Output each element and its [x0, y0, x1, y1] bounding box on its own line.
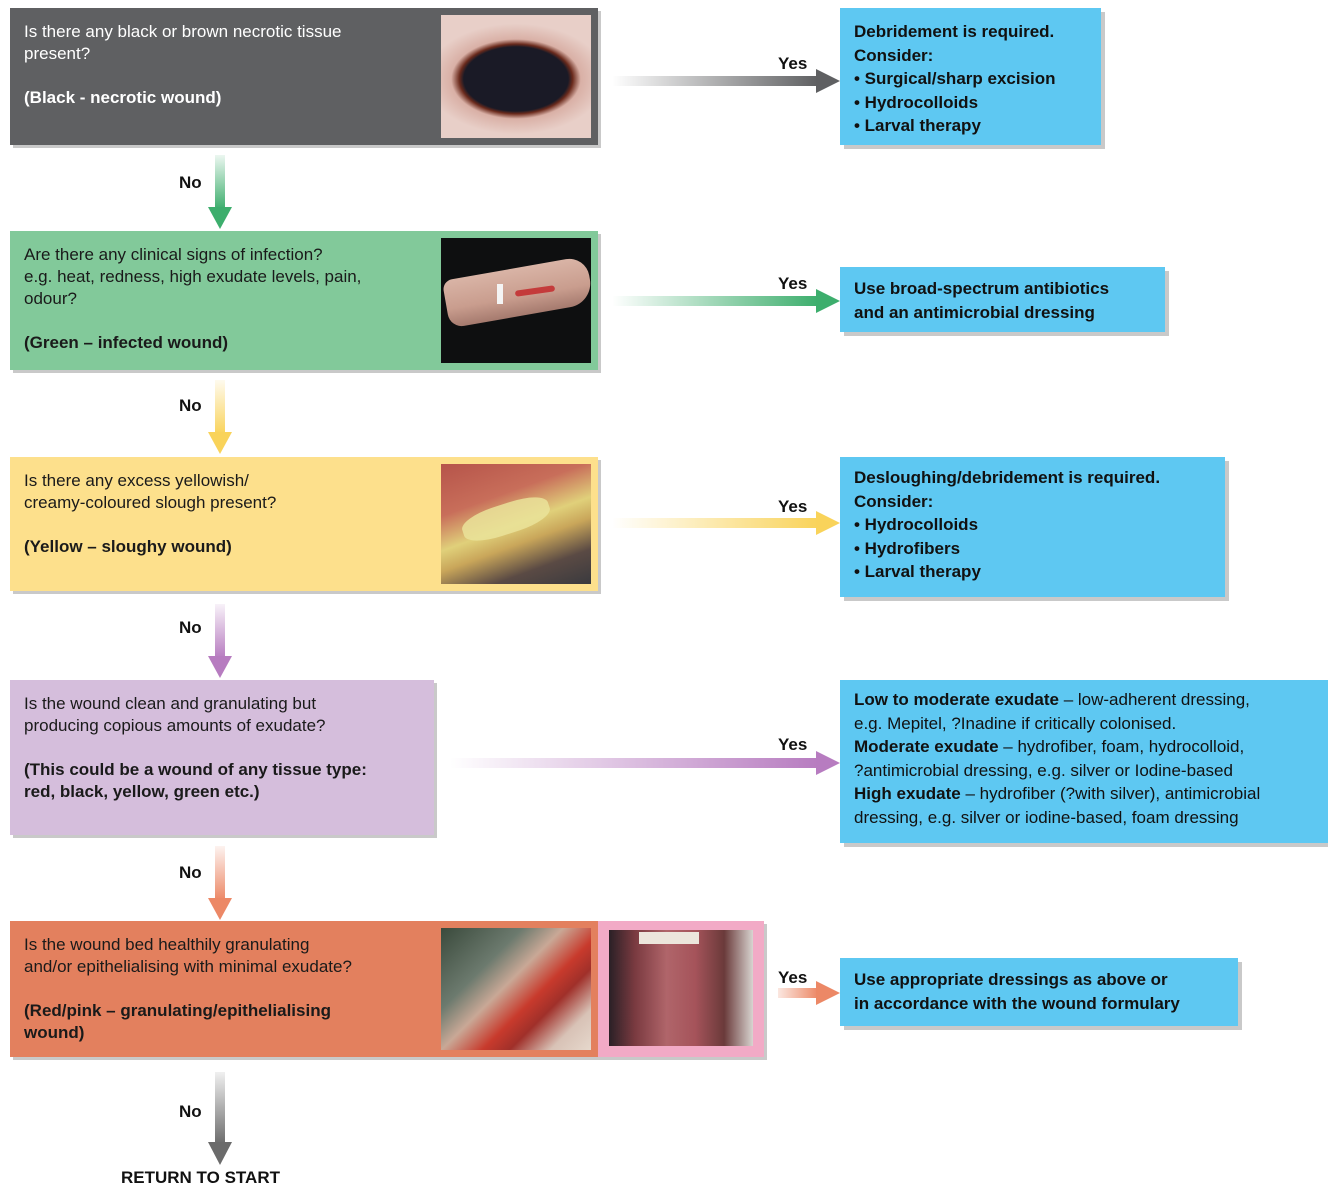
answer-line: Desloughing/debridement is required. [854, 468, 1161, 487]
photo-necrotic-wound [434, 8, 598, 145]
answer-box-debridement: Debridement is required. Consider: • Sur… [840, 8, 1101, 145]
answer-line: • Larval therapy [854, 562, 981, 581]
answer-line: ?antimicrobial dressing, e.g. silver or … [854, 760, 1233, 780]
question-text: Is there any excess yellowish/ [24, 471, 249, 490]
question-text: Is there any black or brown necrotic tis… [24, 22, 342, 41]
no-arrow-3 [208, 604, 232, 678]
photo-granulating-wound [434, 921, 598, 1057]
yes-label: Yes [778, 735, 808, 754]
no-label: No [179, 618, 202, 637]
return-to-start-label: RETURN TO START [121, 1168, 280, 1187]
wound-type-label: (Black - necrotic wound) [24, 88, 222, 107]
no-arrow-1 [208, 155, 232, 229]
answer-line: in accordance with the wound formulary [854, 993, 1180, 1013]
yes-label: Yes [778, 54, 808, 73]
yes-arrow-sloughy [612, 511, 840, 535]
no-arrow-4 [208, 846, 232, 920]
answer-line: Debridement is required. [854, 22, 1055, 41]
question-text: present? [24, 44, 91, 63]
answer-box-exudate-dressings: Low to moderate exudate – low-adherent d… [840, 680, 1328, 843]
yes-label: Yes [778, 274, 808, 293]
answer-line: • Hydrofibers [854, 538, 961, 558]
question-text: odour? [24, 289, 77, 308]
question-box-necrotic: Is there any black or brown necrotic tis… [10, 8, 434, 145]
answer-line: Use appropriate dressings as above or [854, 970, 1168, 989]
answer-line: Consider: [854, 491, 934, 511]
no-label: No [179, 396, 202, 415]
answer-line: • Surgical/sharp excision [854, 69, 1056, 88]
question-text: Are there any clinical signs of infectio… [24, 245, 323, 264]
question-text: Is the wound clean and granulating but [24, 694, 317, 713]
yes-arrow-exudate [450, 751, 840, 775]
answer-line: High exudate – hydrofiber (?with silver)… [854, 784, 1261, 803]
photo-infected-wound [434, 231, 598, 370]
yes-label: Yes [778, 497, 808, 516]
question-text: Is the wound bed healthily granulating [24, 935, 310, 954]
wound-type-label: (This could be a wound of any tissue typ… [24, 760, 367, 779]
question-text: e.g. heat, redness, high exudate levels,… [24, 267, 362, 286]
yes-arrow-granulating [778, 981, 840, 1005]
no-label: No [179, 1102, 202, 1121]
answer-line: Use broad-spectrum antibiotics [854, 279, 1110, 298]
no-arrow-2 [208, 380, 232, 454]
yes-arrow-infected [612, 289, 840, 313]
answer-line: • Hydrocolloids [854, 515, 979, 534]
no-arrow-5 [208, 1072, 232, 1165]
wound-type-label: wound) [24, 1023, 85, 1042]
yes-label: Yes [778, 968, 808, 987]
answer-line: • Hydrocolloids [854, 92, 979, 112]
wound-type-label: (Red/pink – granulating/epithelialising [24, 1001, 331, 1020]
question-text: and/or epithelialising with minimal exud… [24, 957, 352, 976]
question-box-sloughy: Is there any excess yellowish/ creamy-co… [10, 457, 434, 591]
question-box-granulating: Is the wound bed healthily granulating a… [10, 921, 434, 1057]
answer-box-antibiotics: Use broad-spectrum antibiotics and an an… [840, 267, 1165, 332]
no-label: No [179, 863, 202, 882]
question-box-infected: Are there any clinical signs of infectio… [10, 231, 434, 370]
photo-sloughy-wound [434, 457, 598, 591]
answer-line: e.g. Mepitel, ?Inadine if critically col… [854, 713, 1177, 733]
wound-type-label: red, black, yellow, green etc.) [24, 782, 260, 801]
wound-type-label: (Yellow – sloughy wound) [24, 537, 232, 556]
answer-line: • Larval therapy [854, 116, 981, 135]
answer-box-desloughing: Desloughing/debridement is required. Con… [840, 457, 1225, 597]
yes-arrow-necrotic [612, 69, 840, 93]
answer-line: and an antimicrobial dressing [854, 302, 1095, 322]
answer-line: dressing, e.g. silver or iodine-based, f… [854, 807, 1239, 827]
answer-line: Moderate exudate – hydrofiber, foam, hyd… [854, 737, 1245, 756]
wound-type-label: (Green – infected wound) [24, 333, 229, 352]
answer-line: Consider: [854, 45, 934, 65]
answer-line: Low to moderate exudate – low-adherent d… [854, 690, 1250, 709]
question-text: creamy-coloured slough present? [24, 493, 277, 512]
answer-box-appropriate-dressings: Use appropriate dressings as above or in… [840, 958, 1238, 1026]
question-text: producing copious amounts of exudate? [24, 716, 326, 735]
photo-epithelialising-wound [598, 921, 764, 1057]
question-box-exudate: Is the wound clean and granulating but p… [10, 680, 434, 835]
no-label: No [179, 173, 202, 192]
